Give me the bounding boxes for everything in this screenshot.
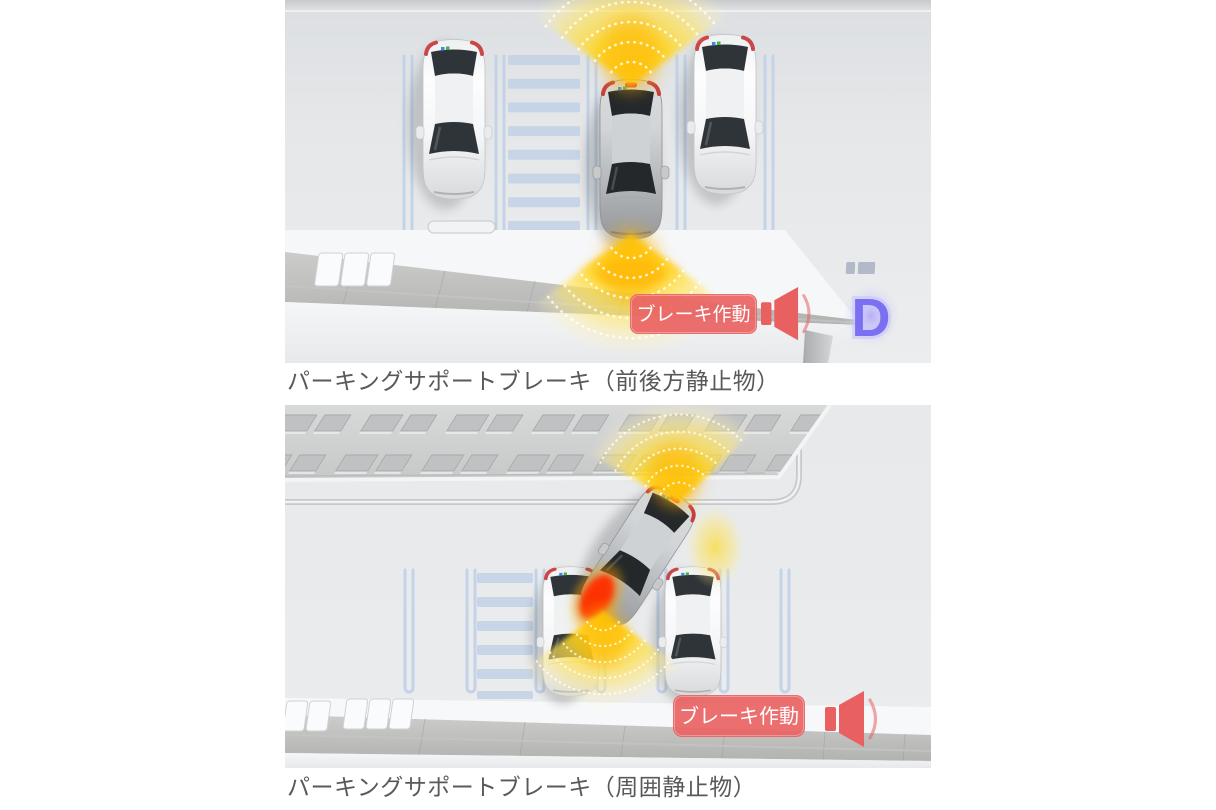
illustration-surround-static: ブレーキ作動: [285, 405, 931, 768]
entrance-steps-2: [342, 698, 415, 730]
corner-post: [803, 330, 833, 363]
brake-badge-label: ブレーキ作動: [636, 303, 750, 326]
illustration-front-rear-static: ブレーキ作動 D: [285, 0, 931, 363]
figure2-caption: パーキングサポートブレーキ（周囲静止物）: [287, 774, 757, 800]
brake-badge-label: ブレーキ作動: [679, 704, 799, 728]
parked-car-left: [408, 39, 492, 210]
fascia: [285, 753, 931, 768]
brake-badge: ブレーキ作動: [673, 695, 805, 737]
parked-car-right: [679, 34, 763, 205]
gear-indicator-letter: D: [852, 288, 891, 348]
bench: [427, 220, 496, 234]
curb-line: [285, 433, 802, 505]
canopy: [285, 715, 931, 761]
entrance-steps: [285, 700, 332, 732]
gear-indicator: D: [843, 262, 899, 351]
parking-scene-2: ブレーキ作動: [285, 405, 931, 768]
brake-badge: ブレーキ作動: [630, 294, 757, 334]
crosswalk: [477, 573, 533, 699]
subject-car: [585, 79, 669, 250]
crosswalk: [508, 55, 580, 255]
gear-display-dashes: [845, 262, 876, 274]
building-roof: [285, 405, 832, 482]
figure1-caption: パーキングサポートブレーキ（前後方静止物）: [287, 368, 780, 394]
parking-scene-1: ブレーキ作動 D: [285, 0, 931, 363]
entrance-steps: [314, 252, 396, 287]
sensor-wave-side: [685, 505, 745, 589]
